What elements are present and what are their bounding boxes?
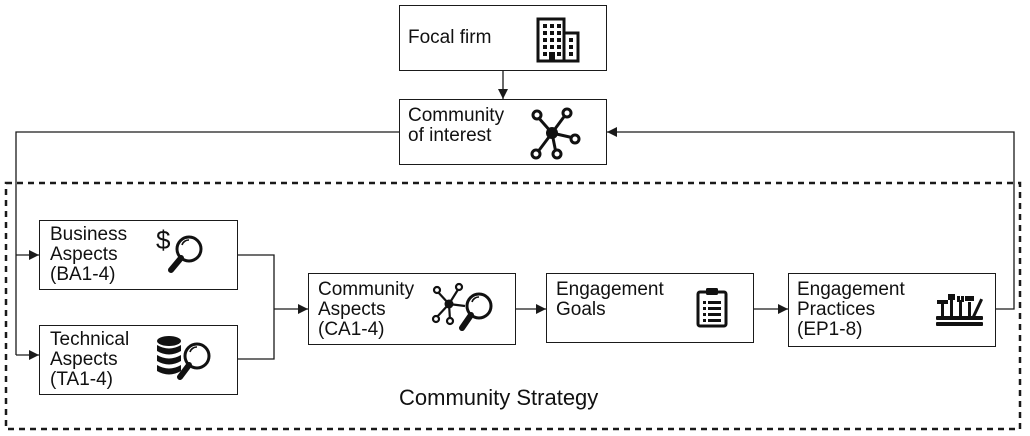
label-line: Technical	[50, 329, 130, 350]
node-community-of-interest-label: Community of interest	[408, 106, 504, 146]
dollar-search-icon: $	[156, 225, 203, 273]
label-line: Community	[318, 279, 415, 300]
node-community-aspects: Community Aspects (CA1-4)	[308, 273, 516, 345]
edge-practices-feedback	[607, 127, 1015, 310]
node-community-aspects-label: Community Aspects (CA1-4)	[318, 280, 414, 340]
label-line: (BA1-4)	[50, 264, 116, 285]
database-search-icon	[157, 336, 211, 380]
label-line: Aspects	[50, 244, 118, 265]
toolbox-icon	[936, 294, 984, 326]
building-icon	[536, 17, 580, 63]
label-line: Community	[408, 105, 505, 126]
label-line: Goals	[556, 299, 606, 320]
clipboard-icon	[696, 288, 728, 328]
label-line: Aspects	[318, 299, 386, 320]
node-engagement-practices: Engagement Practices (EP1-8)	[788, 273, 996, 347]
label-line: of interest	[408, 125, 492, 146]
label-line: Business	[50, 224, 128, 245]
community-strategy-label: Community Strategy	[399, 385, 599, 410]
label-line: Focal firm	[408, 27, 492, 48]
label-line: (TA1-4)	[50, 369, 113, 390]
node-engagement-goals-label: Engagement Goals	[556, 280, 664, 320]
node-technical-aspects-label: Technical Aspects (TA1-4)	[50, 330, 129, 390]
node-business-aspects-label: Business Aspects (BA1-4)	[50, 225, 127, 285]
node-community-of-interest: Community of interest	[399, 99, 607, 165]
node-business-aspects: Business Aspects (BA1-4) $	[39, 220, 238, 290]
node-engagement-practices-label: Engagement Practices (EP1-8)	[797, 280, 905, 340]
edge-community-to-aspects	[15, 131, 399, 355]
community-strategy-boundary	[4, 181, 1022, 431]
node-focal-firm: Focal firm	[399, 5, 607, 71]
network-search-icon	[431, 282, 493, 331]
svg-text:$: $	[156, 225, 171, 255]
node-technical-aspects: Technical Aspects (TA1-4)	[39, 325, 238, 395]
label-line: (EP1-8)	[797, 319, 863, 340]
label-line: (CA1-4)	[318, 319, 385, 340]
label-line: Practices	[797, 299, 876, 320]
label-line: Engagement	[556, 279, 664, 300]
node-engagement-goals: Engagement Goals	[546, 273, 754, 343]
node-focal-firm-label: Focal firm	[408, 28, 491, 48]
edge-business-to-merge	[238, 254, 275, 360]
label-line: Engagement	[797, 279, 905, 300]
network-icon	[530, 107, 581, 160]
label-line: Aspects	[50, 349, 118, 370]
